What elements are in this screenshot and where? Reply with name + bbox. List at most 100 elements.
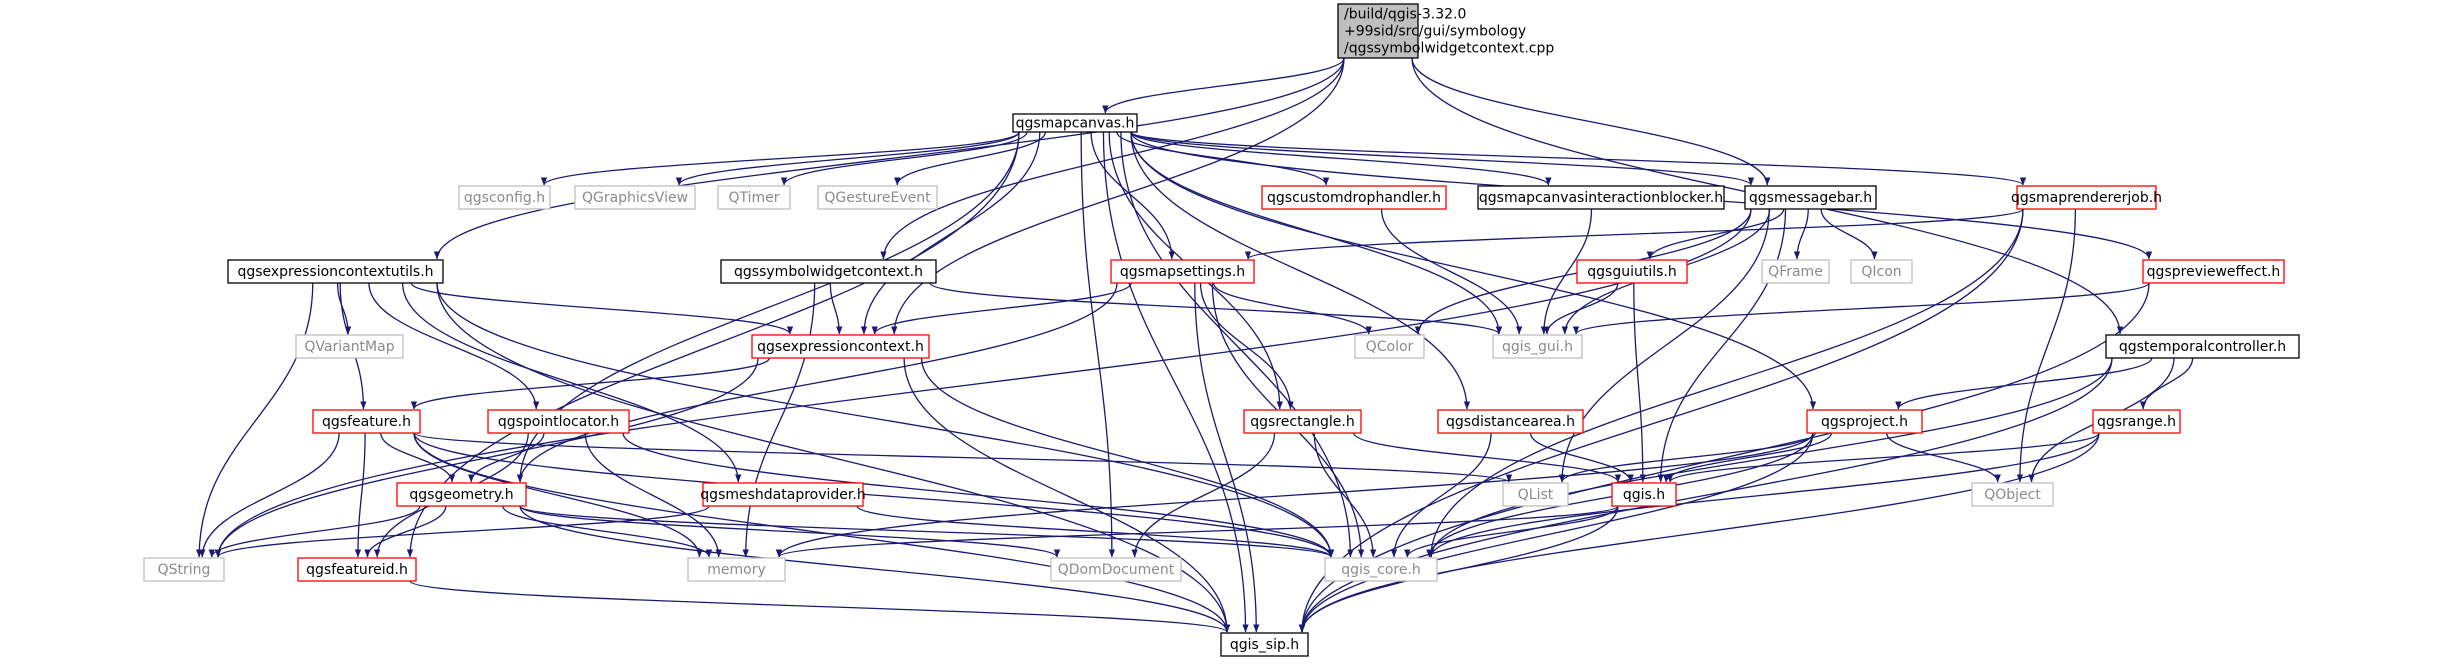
node-box-distancearea <box>1437 409 1584 434</box>
node-label-messagebar: qgsmessagebar.h <box>1749 190 1872 206</box>
node-messagebar[interactable]: qgsmessagebar.h <box>1744 185 1877 210</box>
edge-mapcanvas-to-qgissip <box>1102 131 1249 633</box>
edge-exprutils-to-qvariantmap <box>336 282 352 335</box>
node-qgissip[interactable]: qgis_sip.h <box>1220 632 1309 657</box>
node-label-qframe: QFrame <box>1768 264 1823 280</box>
node-box-pointlocator <box>487 409 630 434</box>
edge-qgish-to-qgiscore <box>1404 505 1619 558</box>
node-label-exprutils: qgsexpressioncontextutils.h <box>237 264 433 280</box>
node-label-pointlocator: qgspointlocator.h <box>498 414 619 430</box>
edge-qgish-to-memory <box>776 505 1619 558</box>
edge-exprutils-to-exprcontext <box>410 282 794 335</box>
edge-previeweffect-to-qgisgui <box>1572 282 2150 335</box>
node-rectangle[interactable]: qgsrectangle.h <box>1243 409 1362 434</box>
node-box-geometry <box>396 482 527 507</box>
node-box-featureid <box>297 557 417 582</box>
node-previeweffect[interactable]: qgspreviewеffect.h <box>2142 259 2285 284</box>
node-box-qgissip <box>1220 632 1309 657</box>
edge-exprcontext-to-qgissip <box>903 357 1231 633</box>
node-pointlocator[interactable]: qgspointlocator.h <box>487 409 630 434</box>
edge-geometry-to-qstring <box>208 505 421 558</box>
edge-rendererjob-to-qgiscore <box>1427 208 2024 558</box>
node-label-exprcontext: qgsexpressioncontext.h <box>757 339 924 355</box>
edge-pointlocator-to-geometry <box>468 432 545 483</box>
node-label-qgraphicsview: QGraphicsView <box>582 190 688 206</box>
edge-root-to-exprcontext <box>891 57 1345 335</box>
edge-mapcanvas-to-rendererjob <box>1130 131 2026 186</box>
node-meshprovider[interactable]: qgsmeshdataprovider.h <box>700 482 866 507</box>
node-distancearea[interactable]: qgsdistancearea.h <box>1437 409 1584 434</box>
node-blocker[interactable]: qgsmapcanvasinteractionblocker.h <box>1477 185 1725 210</box>
node-qlist: QList <box>1502 482 1569 507</box>
node-label-config: qgsconfig.h <box>464 190 545 206</box>
node-label-qstring: QString <box>158 562 211 578</box>
node-label-mapcanvas: qgsmapcanvas.h <box>1016 116 1135 132</box>
node-guiutils[interactable]: qgsguiutils.h <box>1576 259 1688 284</box>
node-box-customdrop <box>1261 185 1447 210</box>
edge-temporal-to-qgissip <box>1298 357 2113 633</box>
node-box-qstring <box>143 557 225 582</box>
node-range[interactable]: qgsrange.h <box>2092 409 2181 434</box>
node-label-qlist: QList <box>1518 487 1554 503</box>
edge-root-to-symwidget <box>880 57 1345 260</box>
node-customdrop[interactable]: qgscustomdrophandler.h <box>1261 185 1447 210</box>
node-box-exprcontext <box>751 334 930 359</box>
node-symwidget[interactable]: qgssymbolwidgetcontext.h <box>720 259 937 284</box>
edge-mapcanvas-to-config <box>540 131 1020 186</box>
node-mapsettings[interactable]: qgsmapsettings.h <box>1110 259 1255 284</box>
node-rendererjob[interactable]: qgsmaprendererjob.h <box>2011 185 2162 210</box>
edge-symwidget-to-memory <box>742 282 816 558</box>
node-box-rectangle <box>1243 409 1362 434</box>
node-feature[interactable]: qgsfeature.h <box>312 409 421 434</box>
node-memory: memory <box>687 557 786 582</box>
node-qgiscore: qgis_core.h <box>1324 557 1438 582</box>
node-qobject: QObject <box>1971 482 2054 507</box>
edge-exprcontext-to-qgiscore <box>920 357 1335 558</box>
node-root[interactable]: /build/qgis-3.32.0+99sid/src/gui/symbolo… <box>1337 3 1554 59</box>
node-label-qtimer: QTimer <box>728 190 779 206</box>
node-label-qobject: QObject <box>1984 487 2041 503</box>
node-qgestureevent: QGestureEvent <box>817 185 938 210</box>
edge-guiutils-to-qgish <box>1633 282 1646 483</box>
node-label-mapsettings: qgsmapsettings.h <box>1120 264 1245 280</box>
node-exprutils[interactable]: qgsexpressioncontextutils.h <box>227 259 444 284</box>
edge-root-to-exprutils <box>433 57 1345 260</box>
node-label-feature: qgsfeature.h <box>322 414 411 430</box>
edge-rectangle-to-qgiscore <box>1313 432 1377 558</box>
edge-geometry-to-memory <box>502 505 713 558</box>
node-label-blocker: qgsmapcanvasinteractionblocker.h <box>1479 190 1723 206</box>
edge-pointlocator-to-memory <box>584 432 722 558</box>
node-box-qgisgui <box>1492 334 1583 359</box>
node-exprcontext[interactable]: qgsexpressioncontext.h <box>751 334 930 359</box>
edge-distancearea-to-qgiscore <box>1390 432 1492 558</box>
edge-mapsettings-to-geometry <box>516 282 1118 483</box>
node-label-qgish: qgis.h <box>1623 487 1665 503</box>
edge-rendererjob-to-mapsettings <box>1245 208 2024 260</box>
node-box-config <box>458 185 551 210</box>
node-qgish[interactable]: qgis.h <box>1611 482 1677 507</box>
node-label-meshprovider: qgsmeshdataprovider.h <box>700 487 865 503</box>
node-featureid[interactable]: qgsfeatureid.h <box>297 557 417 582</box>
node-qvariantmap: QVariantMap <box>295 334 404 359</box>
node-box-messagebar <box>1744 185 1877 210</box>
node-mapcanvas[interactable]: qgsmapcanvas.h <box>1012 113 1138 133</box>
node-box-qicon <box>1850 259 1913 284</box>
node-temporal[interactable]: qgstemporalcontroller.h <box>2105 334 2300 359</box>
edge-distancearea-to-qgish <box>1529 432 1634 483</box>
node-qframe: QFrame <box>1761 259 1830 284</box>
node-label-qgissip: qgis_sip.h <box>1230 637 1299 653</box>
node-label-range: qgsrange.h <box>2097 414 2176 430</box>
edge-rectangle-to-qdomdocument <box>1131 432 1276 558</box>
node-qtimer: QTimer <box>717 185 791 210</box>
node-geometry[interactable]: qgsgeometry.h <box>396 482 527 507</box>
node-qdomdocument: QDomDocument <box>1050 557 1182 582</box>
edge-mapcanvas-to-customdrop <box>1116 131 1330 186</box>
node-label-symwidget: qgssymbolwidgetcontext.h <box>734 264 923 280</box>
edge-range-to-qgiscore <box>1427 432 2100 558</box>
edge-qgish-to-qgissip <box>1298 505 1619 633</box>
node-project[interactable]: qgsproject.h <box>1806 409 1923 434</box>
node-box-temporal <box>2105 334 2300 359</box>
edge-mapsettings-to-qgissip <box>1194 282 1260 633</box>
edge-project-to-qgissip <box>1298 432 1814 633</box>
edge-messagebar-to-guiutils <box>1646 208 1785 260</box>
